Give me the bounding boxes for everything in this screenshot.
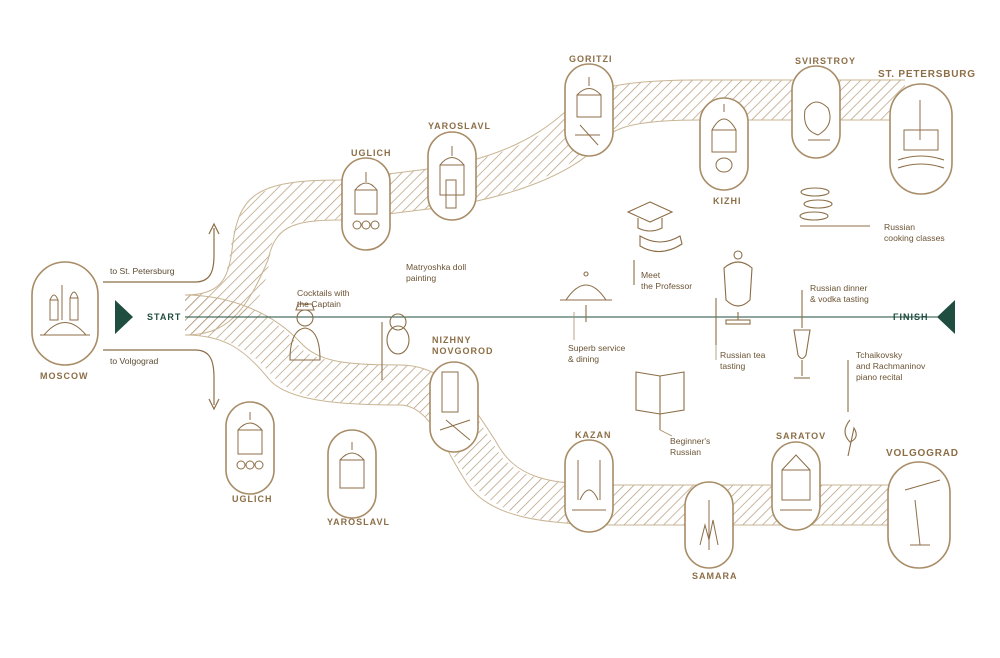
badge-st-petersburg [889, 83, 953, 195]
note-tea: Russian tea tasting [720, 350, 766, 371]
label-moscow: MOSCOW [40, 371, 89, 381]
note-cooking: Russian cooking classes [884, 222, 945, 243]
cloche-icon [560, 271, 612, 322]
label-saratov: SARATOV [776, 431, 827, 441]
river-south [184, 295, 905, 525]
badge-saratov [771, 441, 821, 531]
label-nizhny: NIZHNY NOVGOROD [432, 335, 494, 356]
start-label: START [147, 312, 182, 322]
label-yaroslavl-south: YAROSLAVL [327, 517, 391, 527]
label-samara: SAMARA [692, 571, 738, 581]
badge-yaroslavl-north [427, 131, 477, 221]
label-volgograd: VOLGOGRAD [886, 448, 959, 459]
badge-uglich-south [225, 401, 275, 495]
matryoshka-icon [381, 313, 410, 380]
label-yaroslavl-north: YAROSLAVL [428, 121, 492, 131]
finish-label: FINISH [893, 312, 929, 322]
direction-north: to St. Petersburg [110, 266, 175, 276]
badge-svirstroy [791, 65, 841, 159]
finish-triangle-icon [937, 300, 955, 334]
start-triangle-icon [115, 300, 133, 334]
badge-moscow [31, 261, 99, 366]
direction-south: to Volgograd [110, 356, 159, 366]
label-uglich-north: UGLICH [351, 148, 392, 158]
badge-volgograd [887, 461, 951, 569]
kremlin-icon [40, 285, 90, 336]
note-professor: Meet the Professor [641, 270, 693, 291]
badge-kazan [564, 439, 614, 533]
book-icon [635, 371, 685, 430]
captain-icon [289, 303, 321, 361]
samovar-icon [715, 250, 753, 345]
branch-arrows [103, 222, 220, 411]
note-beginner: Beginner's Russian [670, 436, 711, 457]
badge-yaroslavl-south [327, 429, 377, 519]
label-goritzi: GORITZI [569, 54, 613, 64]
label-kazan: KAZAN [575, 430, 612, 440]
treble-clef-icon [844, 360, 857, 457]
note-matryoshka: Matryoshka doll painting [406, 262, 467, 283]
church-icon [352, 172, 380, 230]
graduation-cap-icon [626, 201, 683, 285]
label-st-petersburg: ST. PETERSBURG [878, 69, 976, 80]
label-uglich-south: UGLICH [232, 494, 273, 504]
label-kizhi: KIZHI [713, 196, 742, 206]
badge-goritzi [564, 63, 614, 157]
badge-kizhi [699, 97, 749, 191]
badge-nizhny [429, 361, 479, 453]
wine-glass-icon [793, 290, 811, 379]
badge-uglich-north [341, 157, 391, 251]
note-piano: Tchaikovsky and Rachmaninov piano recita… [856, 350, 926, 382]
pancakes-icon [799, 187, 870, 227]
label-svirstroy: SVIRSTROY [795, 56, 857, 66]
note-dinner: Russian dinner & vodka tasting [810, 283, 869, 304]
note-service: Superb service & dining [568, 343, 626, 364]
note-captain: Cocktails with the Captain [297, 288, 350, 309]
